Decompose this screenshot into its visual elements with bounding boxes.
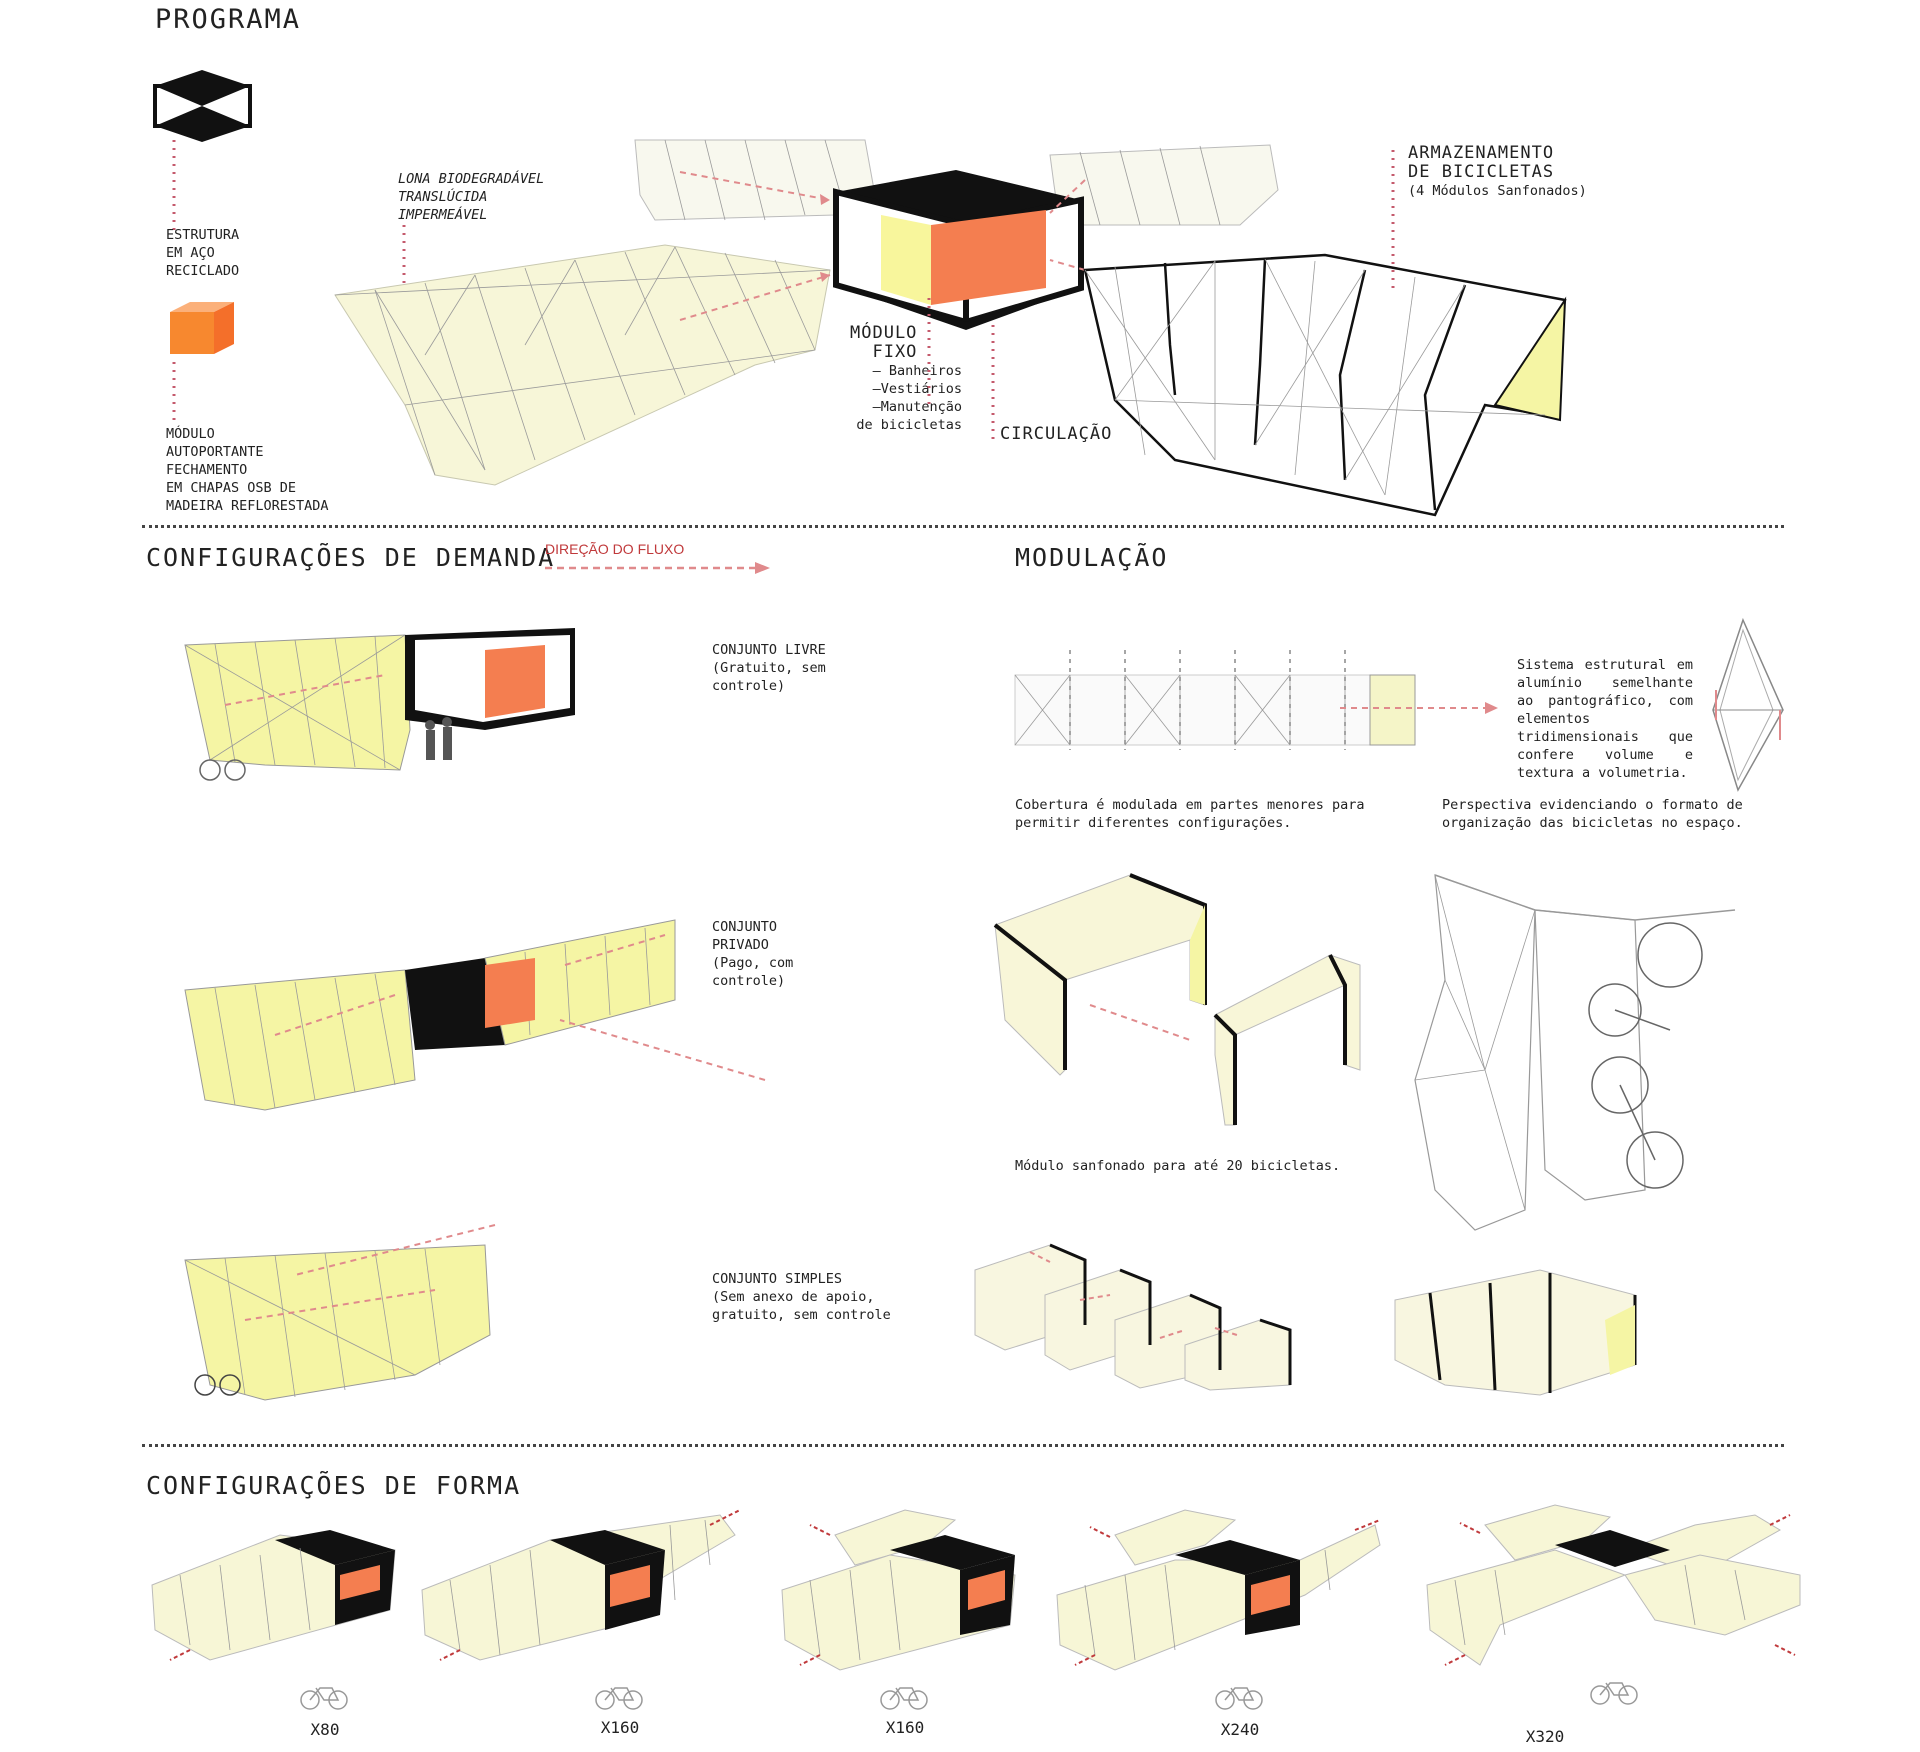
label-cobertura: Cobertura é modulada em partes menores p…	[1015, 797, 1365, 831]
canopy-back-right	[1049, 144, 1279, 226]
bicycle-icon-1	[300, 1687, 348, 1710]
bicycle-icon-3	[880, 1687, 928, 1710]
canopy-left-exploded	[334, 244, 831, 486]
count-x160-b: X160	[885, 1718, 925, 1737]
section-divider-2	[142, 1444, 1784, 1447]
form-config-x160-b	[781, 1509, 1016, 1671]
form-config-x80	[151, 1530, 396, 1661]
modulation-strip	[1014, 650, 1416, 750]
flow-arrow-legend	[545, 562, 770, 574]
bicycle-icon-2	[595, 1687, 643, 1710]
modulation-arrow	[1340, 702, 1498, 714]
count-x160-a: X160	[600, 1718, 640, 1737]
label-sistema-estrutural: Sistema estrutural em alumínio semelhant…	[1517, 657, 1693, 781]
label-modulo-fixo-items: – Banheiros –Vestiários –Manutenção de b…	[856, 363, 962, 433]
steel-structure-icon	[153, 70, 252, 142]
label-conjunto-simples: CONJUNTO SIMPLES (Sem anexo de apoio, gr…	[712, 1271, 891, 1323]
leader-line-circulacao	[991, 325, 995, 445]
canopy-storage	[1083, 253, 1567, 517]
circulation-arrows	[679, 171, 1086, 321]
count-x320: X320	[1525, 1727, 1565, 1746]
label-sanfonado: Módulo sanfonado para até 20 bicicletas.	[1015, 1158, 1341, 1174]
label-estrutura: ESTRUTURA EM AÇO RECICLADO	[166, 227, 240, 279]
pantograph-element-drawing	[1712, 617, 1784, 792]
leader-line-modulo	[172, 362, 176, 422]
label-modulo-autoportante: MÓDULO AUTOPORTANTE FECHAMENTO EM CHAPAS…	[166, 426, 329, 514]
label-circulacao: CIRCULAÇÃO	[1000, 424, 1113, 444]
fixed-module-box	[833, 170, 1084, 330]
orange-module-icon	[170, 302, 234, 354]
module-array-separated	[974, 1243, 1292, 1391]
label-armazenamento-sub: (4 Módulos Sanfonados)	[1408, 183, 1587, 199]
leader-line-lona	[402, 225, 406, 285]
bicycle-perspective-drawing	[1414, 874, 1736, 1231]
section-title-forma: CONFIGURAÇÕES DE FORMA	[146, 1471, 522, 1500]
leader-line-modulo-fixo	[927, 298, 931, 408]
section-title-programa: PROGRAMA	[155, 4, 302, 35]
bicycle-icon-4	[1215, 1687, 1263, 1710]
form-config-x160-a	[421, 1509, 741, 1661]
label-modulo-fixo: MÓDULO FIXO	[850, 323, 918, 362]
form-config-x240	[1056, 1509, 1381, 1671]
form-config-x320	[1426, 1504, 1801, 1666]
conjunto-privado-drawing	[184, 919, 766, 1111]
label-conjunto-privado: CONJUNTO PRIVADO (Pago, com controle)	[712, 919, 794, 989]
count-x80: X80	[310, 1720, 340, 1739]
label-conjunto-livre: CONJUNTO LIVRE (Gratuito, sem controle)	[712, 642, 826, 694]
section-title-modulacao: MODULAÇÃO	[1015, 543, 1169, 572]
label-lona: LONA BIODEGRADÁVEL TRANSLÚCIDA IMPERMEÁV…	[398, 171, 545, 223]
arch-modules-drawing	[993, 873, 1361, 1126]
label-armazenamento: ARMAZENAMENTO DE BICICLETAS	[1408, 143, 1555, 182]
section-title-demanda: CONFIGURAÇÕES DE DEMANDA	[146, 543, 556, 572]
leader-line-estrutura	[172, 140, 176, 230]
label-perspectiva: Perspectiva evidenciando o formato de or…	[1442, 797, 1743, 831]
conjunto-simples-drawing	[184, 1224, 496, 1401]
count-x240: X240	[1220, 1720, 1260, 1739]
bicycle-icon-5	[1590, 1682, 1638, 1705]
leader-line-armazenamento	[1391, 150, 1395, 290]
module-array-joined	[1394, 1269, 1637, 1396]
section-divider-1	[142, 525, 1784, 528]
label-fluxo: DIREÇÃO DO FLUXO	[545, 541, 685, 557]
conjunto-livre-drawing	[184, 628, 575, 781]
